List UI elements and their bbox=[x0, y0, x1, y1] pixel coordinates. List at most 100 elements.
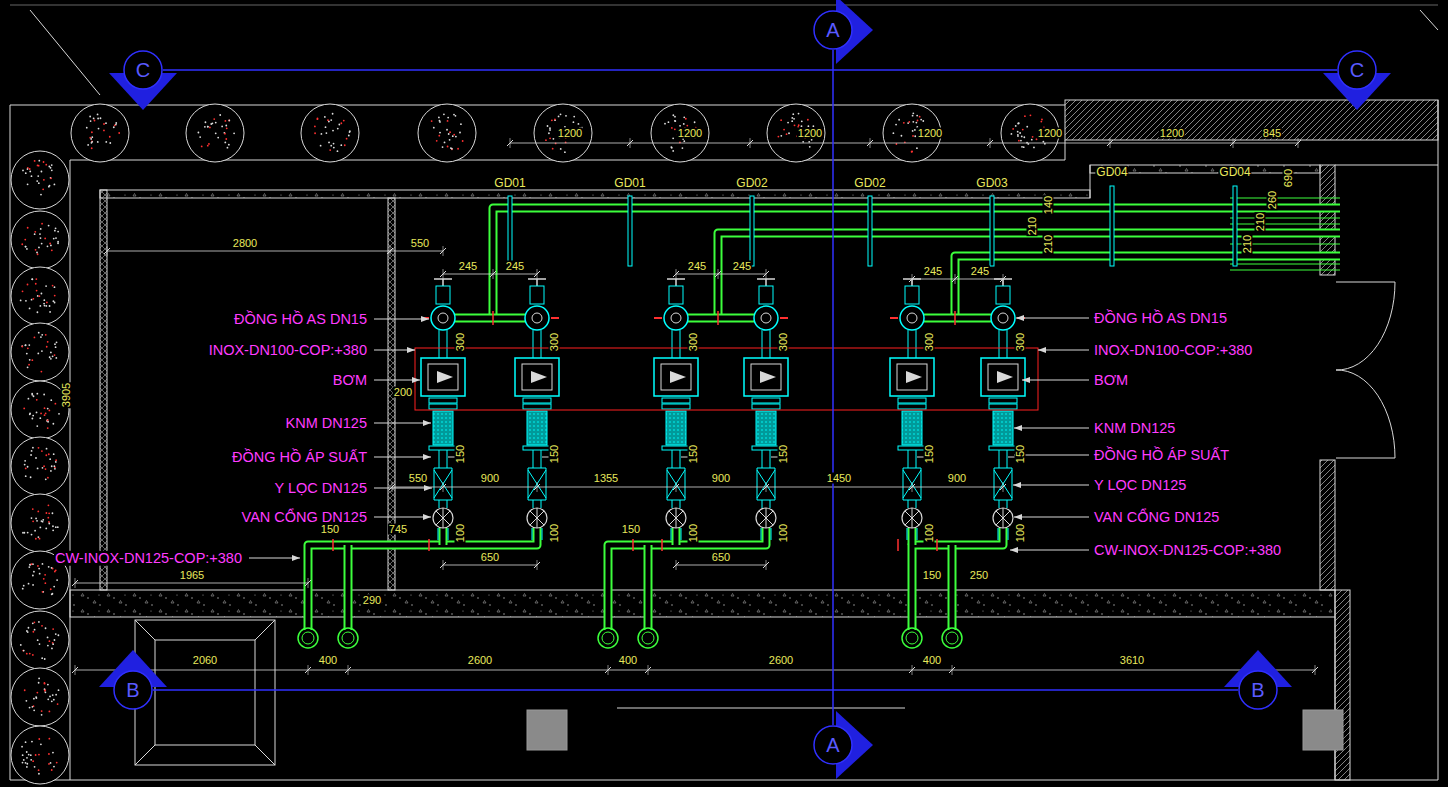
tree-dot bbox=[30, 759, 32, 761]
tree-dot bbox=[58, 689, 60, 691]
tree-dot bbox=[895, 124, 897, 126]
drawing-line bbox=[10, 105, 11, 780]
dimension-tick bbox=[75, 578, 76, 588]
tree-dot bbox=[1036, 138, 1038, 140]
tree-dot bbox=[54, 639, 56, 641]
tree-dot bbox=[35, 457, 37, 459]
tree-dot bbox=[54, 184, 56, 186]
tree-dot bbox=[32, 760, 34, 762]
callout-label: INOX-DN100-COP:+380 bbox=[208, 343, 368, 358]
tree-dot bbox=[34, 160, 36, 162]
tree-dot bbox=[41, 450, 43, 452]
tree-dot bbox=[558, 116, 560, 118]
pipe-core bbox=[346, 545, 351, 630]
dimension-text: 400 bbox=[922, 655, 942, 666]
tree-dot bbox=[215, 122, 217, 124]
tree-dot bbox=[32, 654, 34, 656]
tree-dot bbox=[57, 526, 59, 528]
dimension-tick bbox=[537, 482, 538, 492]
tree-dot bbox=[41, 710, 43, 712]
pump-symbol bbox=[661, 364, 691, 390]
valve-symbol bbox=[907, 313, 917, 323]
tree-dot bbox=[50, 167, 52, 169]
tree-dot bbox=[45, 691, 47, 693]
tree-dot bbox=[314, 126, 316, 128]
tree-dot bbox=[20, 300, 22, 302]
dimension-text: 100 bbox=[549, 523, 560, 543]
tree-dot bbox=[26, 757, 28, 759]
tree-dot bbox=[23, 408, 25, 410]
tree-dot bbox=[453, 134, 455, 136]
pipe-bend bbox=[342, 632, 354, 644]
tree-dot bbox=[52, 643, 54, 645]
tree-dot bbox=[45, 454, 47, 456]
dimension-text: 100 bbox=[1015, 523, 1026, 543]
leader-line bbox=[374, 517, 431, 518]
tree-symbol bbox=[11, 726, 69, 784]
tree-dot bbox=[38, 447, 40, 449]
tree-dot bbox=[42, 591, 44, 593]
dimension-tick bbox=[648, 665, 649, 675]
tree-dot bbox=[564, 151, 566, 153]
callout-label: ĐỒNG HỒ ÁP SUẤT bbox=[1093, 448, 1230, 463]
pipe-tag: GD01 bbox=[493, 177, 526, 189]
tree-dot bbox=[39, 538, 41, 540]
dimension-line bbox=[107, 251, 443, 252]
tree-dot bbox=[40, 194, 42, 196]
tree-dot bbox=[29, 653, 31, 655]
tree-dot bbox=[674, 116, 676, 118]
dimension-text: 300 bbox=[924, 332, 935, 352]
pump-symbol bbox=[654, 358, 698, 396]
door-leaf bbox=[1336, 370, 1395, 458]
tree-dot bbox=[26, 653, 28, 655]
tree-dot bbox=[22, 762, 24, 764]
pipe-tag: GD04 bbox=[1218, 166, 1251, 178]
dimension-tick bbox=[766, 560, 767, 570]
tree-dot bbox=[48, 521, 50, 523]
tree-symbol bbox=[186, 104, 244, 162]
tree-dot bbox=[44, 305, 46, 307]
tree-dot bbox=[103, 130, 105, 132]
drawing-line bbox=[681, 528, 682, 540]
tree-dot bbox=[27, 183, 29, 185]
grid-letter: C bbox=[123, 50, 163, 90]
drawing-line bbox=[1420, 10, 1438, 30]
tree-dot bbox=[330, 119, 332, 121]
tree-dot bbox=[1015, 125, 1017, 127]
leader-arrow bbox=[407, 347, 415, 353]
tree-dot bbox=[48, 165, 50, 167]
tree-dot bbox=[49, 305, 51, 307]
tree-dot bbox=[455, 136, 457, 138]
dimension-tick bbox=[510, 138, 511, 148]
flex-joint bbox=[756, 411, 776, 445]
tree-dot bbox=[917, 120, 919, 122]
tree-dot bbox=[37, 295, 39, 297]
dimension-text: 150 bbox=[688, 444, 699, 464]
tree-dot bbox=[48, 512, 50, 514]
dimension-text: 200 bbox=[393, 387, 413, 398]
dimension-tick bbox=[1315, 665, 1316, 675]
flange bbox=[662, 446, 690, 450]
drawing-line bbox=[770, 500, 771, 508]
tree-dot bbox=[29, 168, 31, 170]
tree-dot bbox=[113, 126, 115, 128]
tree-dot bbox=[337, 128, 339, 130]
tree-dot bbox=[37, 511, 39, 513]
tree-dot bbox=[58, 413, 60, 415]
tree-dot bbox=[44, 574, 46, 576]
tree-dot bbox=[213, 118, 215, 120]
tree-dot bbox=[38, 773, 40, 775]
gate-valve bbox=[436, 508, 450, 528]
dimension-text: 400 bbox=[318, 655, 338, 666]
tree-dot bbox=[55, 694, 57, 696]
tree-dot bbox=[26, 766, 28, 768]
dimension-text: 2600 bbox=[467, 655, 493, 666]
drawing-line bbox=[998, 528, 999, 540]
dimension-text: 2060 bbox=[192, 655, 218, 666]
dimension-text: 250 bbox=[969, 570, 989, 581]
pipe-outline bbox=[912, 314, 1003, 323]
tree-dot bbox=[209, 126, 211, 128]
tree-dot bbox=[26, 763, 28, 765]
dimension-text: 245 bbox=[458, 261, 478, 272]
tree-dot bbox=[28, 364, 30, 366]
